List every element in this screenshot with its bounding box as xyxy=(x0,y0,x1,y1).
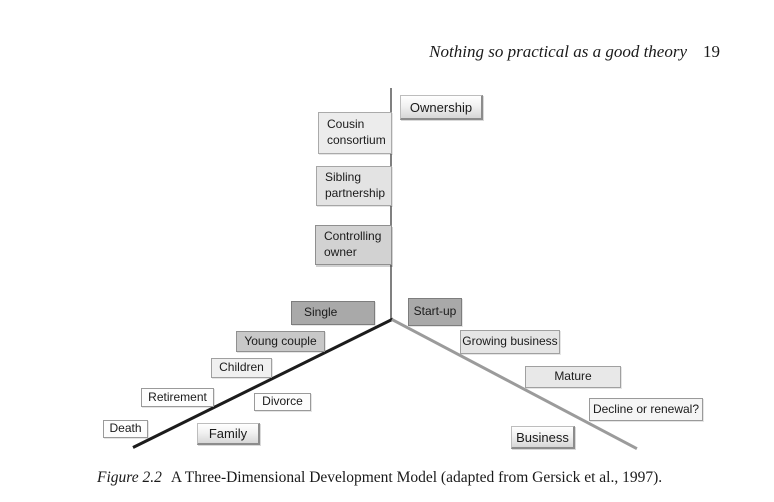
figure-label: Figure 2.2 xyxy=(97,469,162,486)
stage-cousin-consortium: Cousin consortium xyxy=(318,112,392,154)
page-number: 19 xyxy=(703,42,720,61)
stage-young-couple: Young couple xyxy=(236,331,325,352)
stage-growing-business: Growing business xyxy=(460,330,560,354)
business-axis-label: Business xyxy=(511,426,575,449)
stage-children: Children xyxy=(211,358,272,378)
stage-retirement: Retirement xyxy=(141,388,214,407)
stage-death: Death xyxy=(103,420,148,438)
family-axis-label: Family xyxy=(197,423,260,445)
stage-mature: Mature xyxy=(525,366,621,388)
stage-sibling-partnership: Sibling partnership xyxy=(316,166,392,206)
running-title: Nothing so practical as a good theory xyxy=(429,42,687,61)
stage-single: Single xyxy=(291,301,375,325)
stage-controlling-owner: Controlling owner xyxy=(315,225,392,265)
figure-caption: Figure 2.2 A Three-Dimensional Developmen… xyxy=(97,469,662,487)
stage-divorce: Divorce xyxy=(254,393,311,411)
ownership-axis-label: Ownership xyxy=(400,95,483,120)
stage-start-up: Start-up xyxy=(408,298,462,326)
running-head: Nothing so practical as a good theory 19 xyxy=(429,42,720,62)
figure-caption-text: A Three-Dimensional Development Model (a… xyxy=(170,469,663,486)
stage-decline-or-renewal: Decline or renewal? xyxy=(589,398,703,421)
